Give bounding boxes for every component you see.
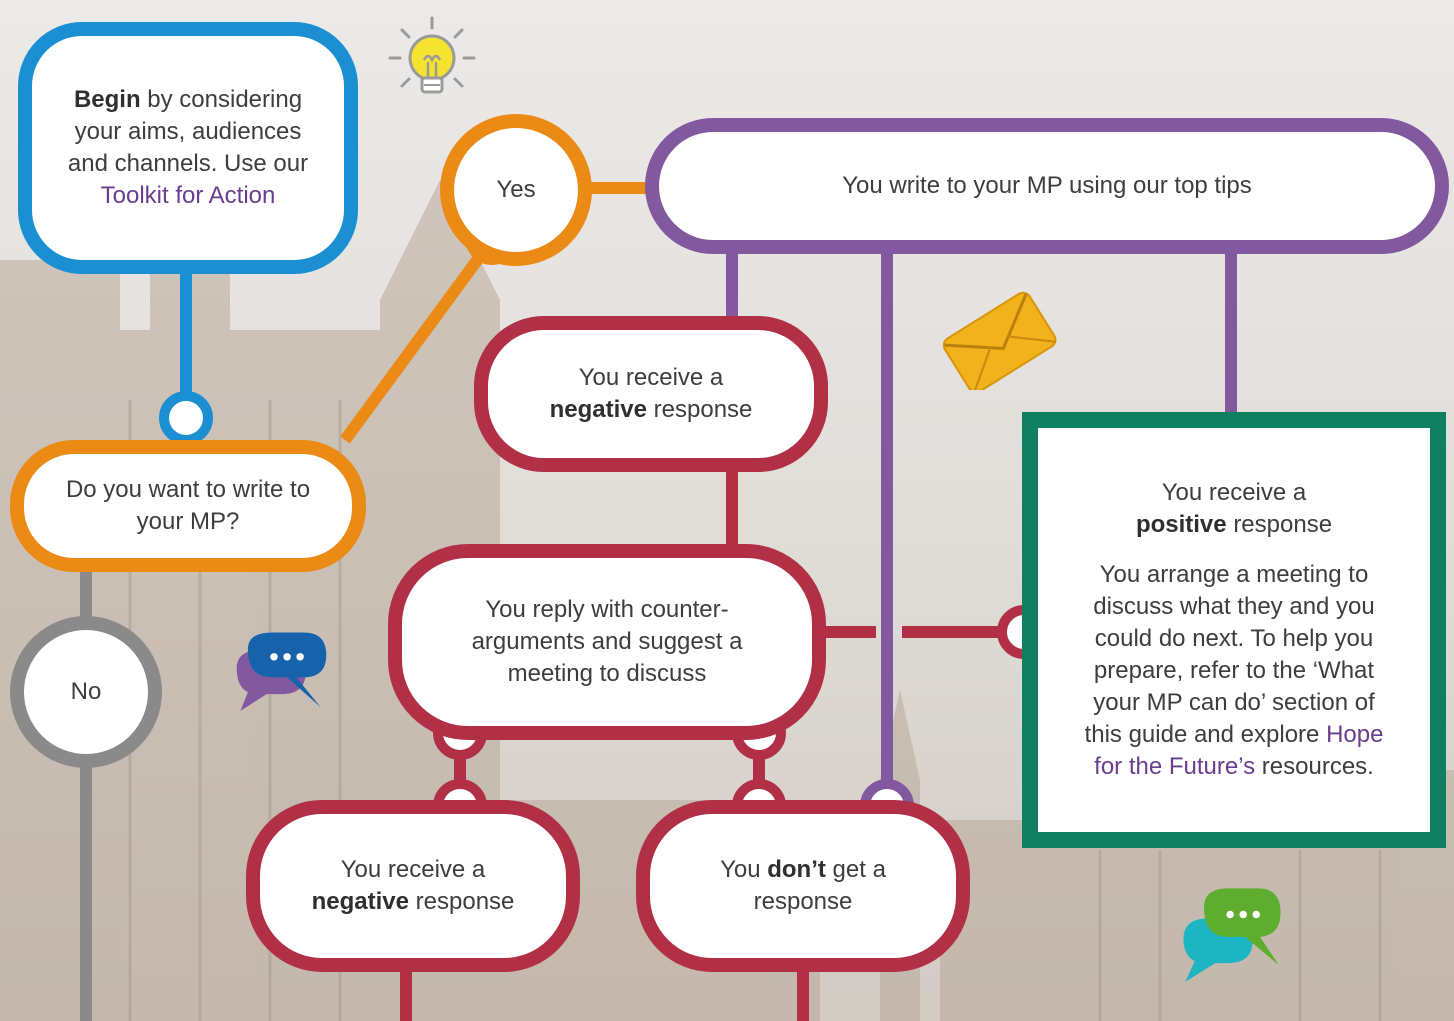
negative-bottom-box: You receive a negative response — [246, 800, 580, 972]
no-response-bold: don’t — [767, 856, 826, 883]
negative-top-bold: negative — [549, 396, 647, 423]
write-text: You write to your MP using our top tips — [842, 172, 1252, 199]
positive-box: You receive a positive response You arra… — [1022, 412, 1446, 848]
negative-bottom-post: response — [415, 888, 515, 915]
begin-bold: Begin — [73, 86, 141, 113]
write-box: You write to your MP using our top tips — [645, 118, 1449, 254]
no-response-box: You don’t get a response — [636, 800, 970, 972]
negative-top-post: response — [653, 396, 753, 423]
question-box: Do you want to write to your MP? — [10, 440, 366, 572]
negative-bottom-bold: negative — [311, 888, 409, 915]
yes-node: Yes — [440, 114, 592, 266]
negative-top-box: You receive a negative response — [474, 316, 828, 472]
reply-box: You reply with counter-arguments and sug… — [388, 544, 826, 740]
begin-box: Begin by considering your aims, audience… — [18, 22, 358, 274]
negative-bottom-pre: You receive a — [340, 856, 486, 883]
positive-pre: You receive a — [1161, 479, 1307, 506]
junction-dot — [159, 391, 213, 445]
no-response-pre: You — [720, 856, 761, 883]
positive-body-text: You arrange a meeting to discuss what th… — [1084, 561, 1375, 748]
no-node: No — [10, 616, 162, 768]
positive-tail: resources. — [1261, 753, 1374, 780]
speech-bubbles-icon — [1183, 888, 1281, 982]
positive-post: response — [1233, 511, 1333, 538]
negative-top-pre: You receive a — [578, 364, 724, 391]
no-label: No — [70, 678, 102, 705]
question-text: Do you want to write to your MP? — [65, 476, 311, 535]
begin-text: Begin by considering your aims, audience… — [56, 84, 320, 212]
lightbulb-icon — [388, 16, 476, 94]
hope-for-the-future-link[interactable]: Hope for the Future’s — [1094, 721, 1384, 780]
positive-body: You arrange a meeting to discuss what th… — [1072, 559, 1396, 783]
positive-heading: You receive a positive response — [1136, 477, 1332, 541]
speech-bubbles-icon — [236, 632, 327, 711]
begin-body: by considering your aims, audiences and … — [67, 86, 309, 177]
no-response-post: get a response — [753, 856, 886, 915]
positive-bold: positive — [1135, 511, 1227, 538]
reply-text: You reply with counter-arguments and sug… — [471, 596, 743, 687]
toolkit-link[interactable]: Toolkit for Action — [100, 182, 276, 209]
connector-question-yes — [340, 236, 497, 444]
envelope-icon — [942, 291, 1057, 390]
yes-label: Yes — [496, 176, 536, 203]
